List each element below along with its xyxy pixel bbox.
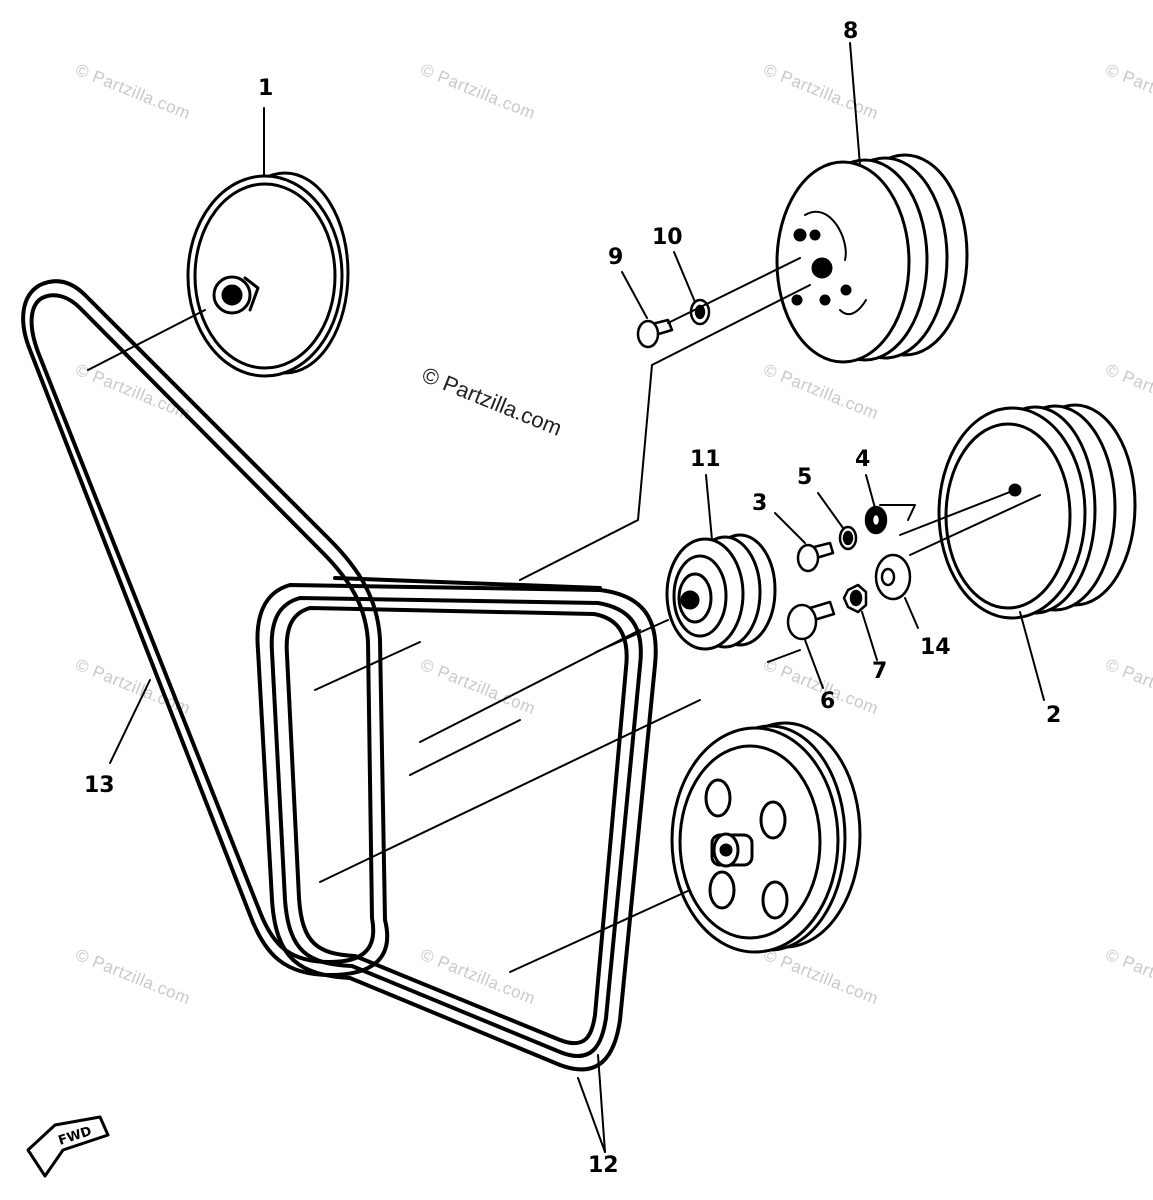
pulley-11 — [665, 533, 777, 651]
bolt-9 — [636, 318, 674, 349]
bolt-3 — [796, 541, 835, 573]
washer-14 — [874, 553, 912, 601]
pulley-2 — [937, 403, 1137, 620]
callout-8: 8 — [843, 19, 858, 44]
pulley-crankshaft — [670, 721, 862, 954]
washer-5 — [838, 525, 858, 551]
callout-3: 3 — [752, 491, 767, 516]
callout-13: 13 — [84, 773, 115, 798]
callout-14: 14 — [920, 635, 951, 660]
belt-12 — [255, 576, 658, 1072]
belt-13 — [21, 279, 390, 977]
pulley-8 — [775, 153, 969, 364]
pulley-1 — [186, 171, 350, 378]
callout-6: 6 — [820, 689, 835, 714]
callout-1: 1 — [258, 76, 273, 101]
bolt-6 — [786, 600, 836, 641]
callout-12: 12 — [588, 1153, 619, 1178]
callout-11: 11 — [690, 447, 721, 472]
nut-7 — [842, 583, 868, 614]
callout-7: 7 — [872, 659, 887, 684]
fwd-arrow-icon: FWD — [26, 1115, 110, 1178]
callout-9: 9 — [608, 245, 623, 270]
callout-2: 2 — [1046, 703, 1061, 728]
callout-4: 4 — [855, 447, 870, 472]
callout-5: 5 — [797, 465, 812, 490]
leader-lines — [109, 42, 1045, 1153]
callout-10: 10 — [652, 225, 683, 250]
nut-4 — [864, 505, 888, 535]
center-lines — [87, 257, 1041, 973]
